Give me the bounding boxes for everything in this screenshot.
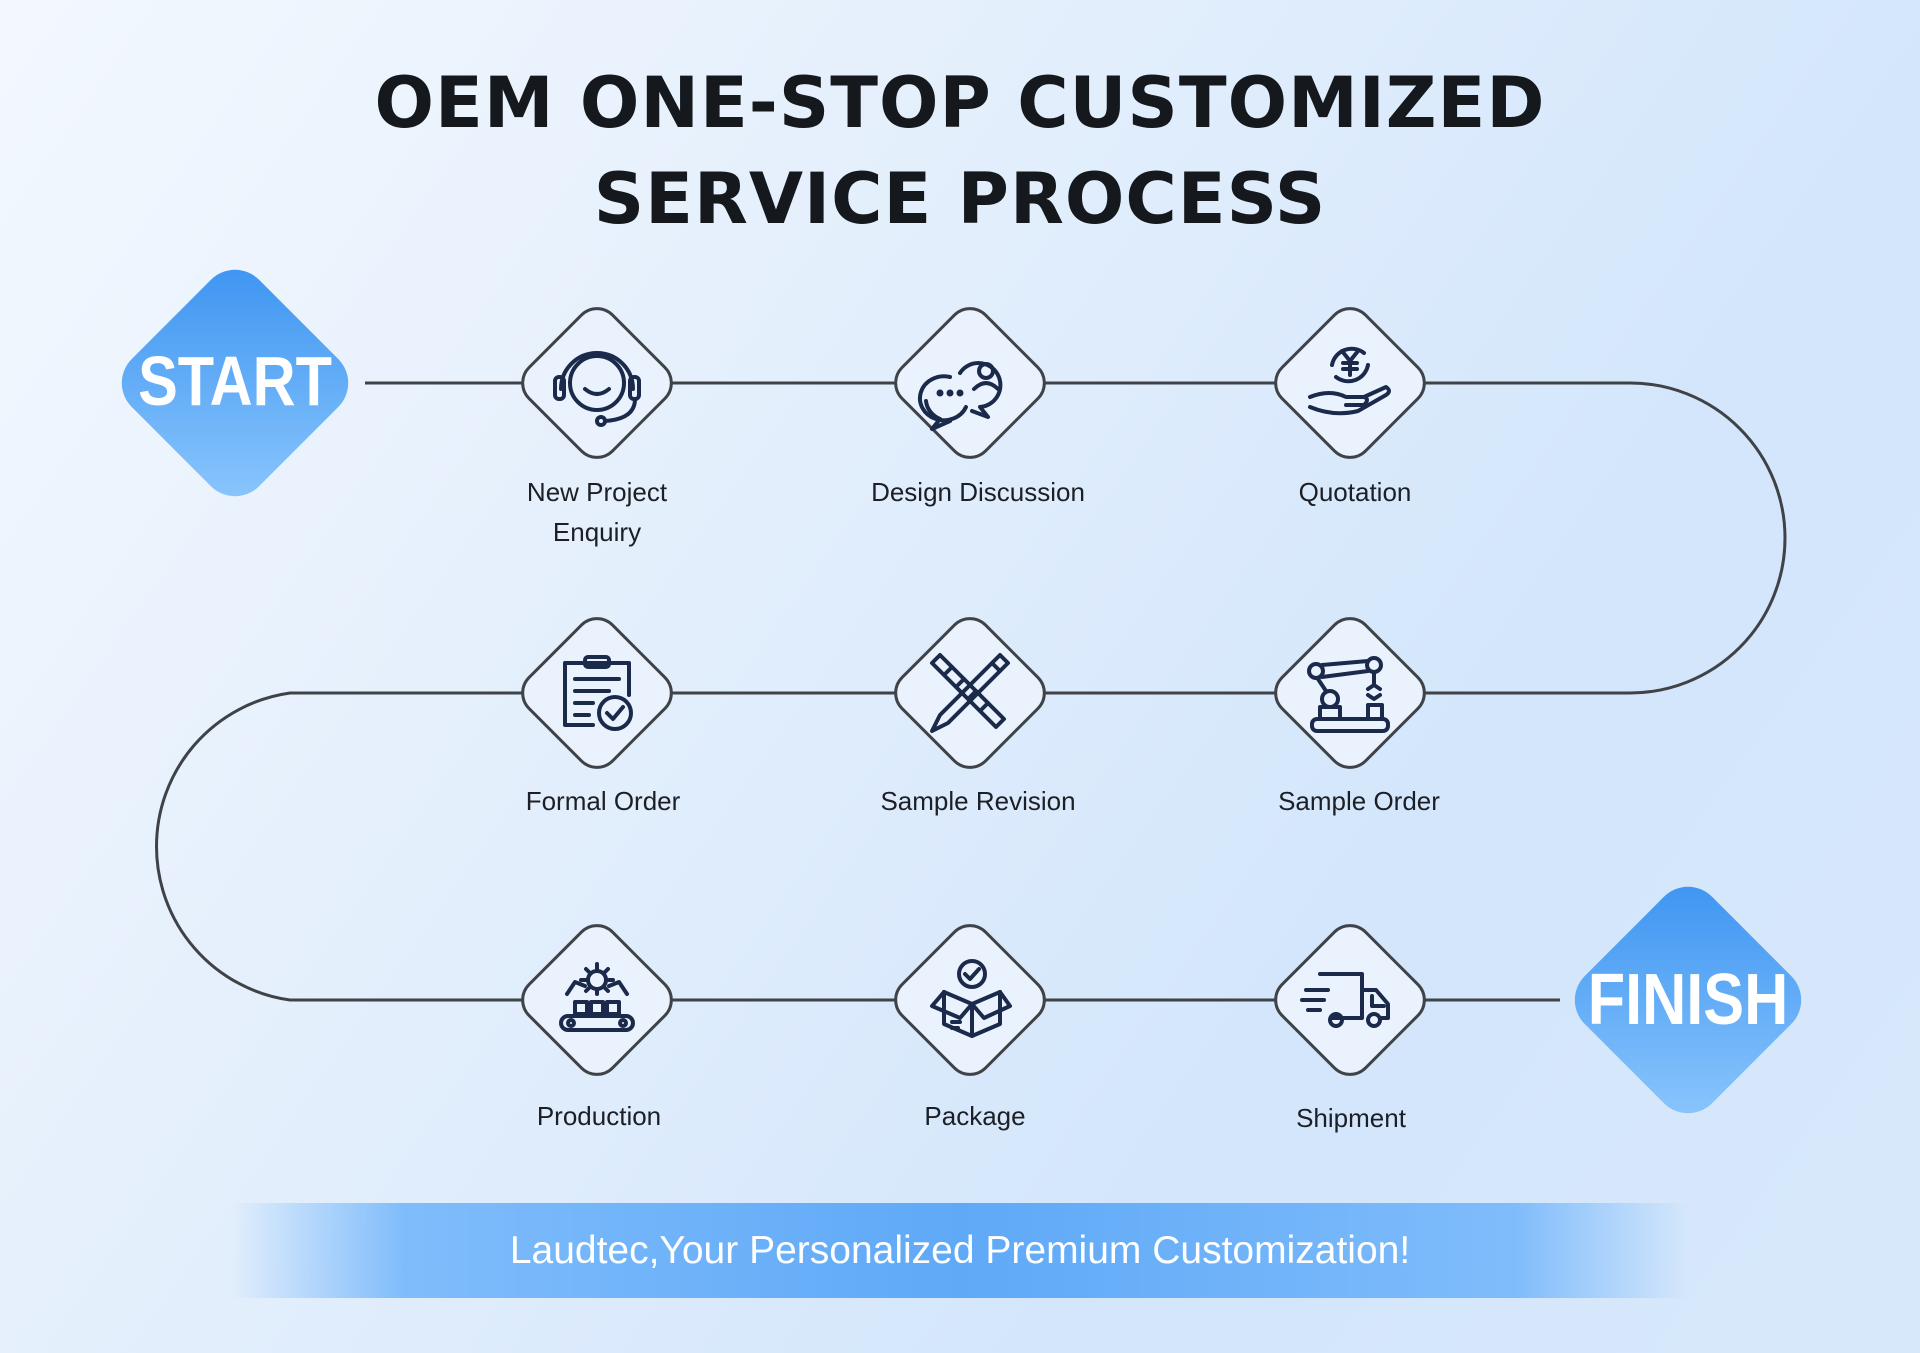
step-node-production (521, 924, 673, 1076)
page-title-line-2: SERVICE PROCESS (593, 158, 1327, 240)
step-caption-line: Production (536, 1101, 662, 1131)
step-node-design-discussion (894, 307, 1046, 459)
step-caption-line: Shipment (1296, 1103, 1406, 1133)
step-caption-line: Enquiry (552, 517, 642, 547)
step-node-new-project-enquiry (521, 307, 673, 459)
finish-badge: FINISH (1574, 886, 1802, 1114)
headset-icon (553, 351, 641, 427)
start-badge: START (121, 269, 349, 497)
robot-arm-icon (1307, 656, 1390, 733)
delivery-truck-icon (1300, 972, 1390, 1028)
step-caption-design-discussion: Design Discussion (818, 472, 1138, 512)
step-node-sample-revision (894, 617, 1046, 769)
step-caption-line: Design Discussion (871, 477, 1085, 507)
step-caption-line: Sample Revision (880, 786, 1076, 816)
slogan-text: Laudtec,Your Personalized Premium Custom… (509, 1228, 1411, 1272)
step-node-package (894, 924, 1046, 1076)
step-caption-line: Quotation (1298, 477, 1412, 507)
step-caption-formal-order: Formal Order (443, 781, 763, 821)
step-caption-line: Sample Order (1278, 786, 1440, 816)
step-node-formal-order (521, 617, 673, 769)
finish-label: FINISH (1588, 960, 1789, 1040)
step-caption-line: New Project (526, 477, 668, 507)
clipboard-check-icon (563, 655, 633, 731)
step-node-quotation (1274, 307, 1426, 459)
chat-bubbles-icon (917, 361, 1003, 431)
step-caption-line: Package (924, 1101, 1026, 1131)
step-node-sample-order (1274, 617, 1426, 769)
step-caption-line: Formal Order (525, 786, 681, 816)
step-caption-new-project-enquiry: New Project Enquiry (437, 472, 757, 552)
flow-connector (155, 381, 1787, 1002)
yen-hand-icon (1308, 346, 1391, 416)
conveyor-icon (559, 962, 635, 1032)
start-label: START (138, 341, 332, 420)
box-check-icon (930, 959, 1012, 1038)
pencil-ruler-icon (930, 653, 1010, 733)
step-caption-production: Production (439, 1096, 759, 1136)
slogan-banner: Laudtec,Your Personalized Premium Custom… (230, 1203, 1690, 1298)
step-caption-quotation: Quotation (1195, 472, 1515, 512)
step-caption-package: Package (815, 1096, 1135, 1136)
step-node-shipment (1274, 924, 1426, 1076)
page-title-line-1: OEM ONE-STOP CUSTOMIZED (374, 62, 1546, 144)
step-caption-sample-revision: Sample Revision (818, 781, 1138, 821)
step-caption-shipment: Shipment (1191, 1098, 1511, 1138)
step-caption-sample-order: Sample Order (1199, 781, 1519, 821)
